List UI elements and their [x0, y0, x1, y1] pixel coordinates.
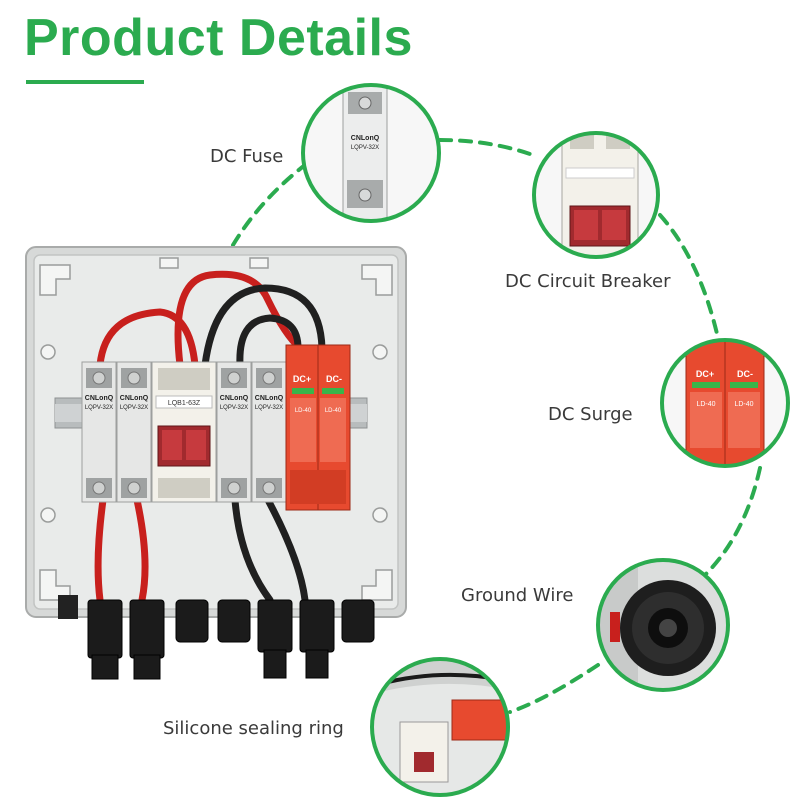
fuse-model-text: LQPV-32X [120, 405, 148, 411]
red-wires [94, 270, 304, 604]
bottom-connectors [58, 595, 375, 680]
zoom-surge-pos: DC+ [696, 369, 714, 379]
surge-neg-text: DC- [326, 374, 342, 384]
fuse-model-text: LQPV-32X [255, 405, 283, 411]
dc-circuit-breaker-label: DC Circuit Breaker [505, 271, 671, 292]
dc-surge-icon: DC+ DC- LD-40 LD-40 [660, 338, 790, 468]
fuse-model-text: LQPV-32X [220, 405, 248, 411]
silicone-sealing-ring-label: Silicone sealing ring [163, 718, 344, 739]
fuse-brand-text: CNLonQ [120, 395, 149, 402]
fuse-model-text: LQPV-32X [85, 405, 113, 411]
sealing-ring-icon [370, 657, 510, 797]
dc-fuse-icon: CNLonQ LQPV-32X [301, 83, 441, 223]
ground-wire-label: Ground Wire [461, 585, 574, 606]
zoom-surge-model: LD-40 [696, 401, 715, 408]
dc-surge-label: DC Surge [548, 404, 633, 425]
fuse-brand-text: CNLonQ [255, 395, 284, 402]
fuse-brand-text: CNLonQ [85, 395, 114, 402]
breaker-model-text: LQB1-63Z [168, 400, 201, 407]
dc-fuse-label: DC Fuse [210, 146, 284, 167]
zoom-surge-model: LD-40 [734, 401, 753, 408]
cable-gland-icon [596, 558, 730, 692]
surge-protector: DC+ DC- LD-40 LD-40 [285, 344, 351, 511]
surge-pos-text: DC+ [293, 374, 311, 384]
fuse-holders: CNLonQ LQPV-32X CNLonQ LQPV-32X CNLonQ L… [81, 361, 287, 503]
zoom-surge-neg: DC- [737, 369, 753, 379]
circuit-breaker: LQB1-63Z [151, 361, 217, 503]
surge-model-text: LD-40 [295, 408, 312, 414]
fuse-brand-text: CNLonQ [220, 395, 249, 402]
dc-circuit-breaker-icon [532, 131, 660, 259]
zoom-fuse-brand: CNLonQ [351, 135, 380, 142]
dashed-connector [231, 138, 762, 714]
black-wires [201, 284, 326, 604]
zoom-fuse-model: LQPV-32X [351, 145, 379, 151]
surge-model-text: LD-40 [325, 408, 342, 414]
title-underline [26, 80, 144, 84]
page-title: Product Details [24, 9, 413, 67]
